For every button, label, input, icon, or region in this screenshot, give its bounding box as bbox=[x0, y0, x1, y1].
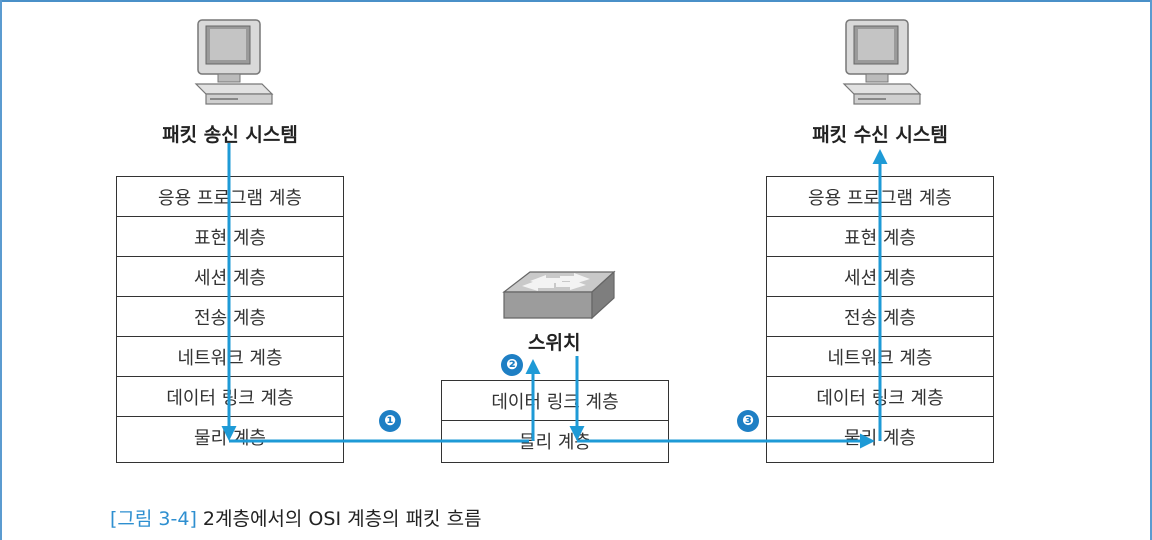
receiver-title: 패킷 수신 시스템 bbox=[812, 124, 948, 146]
left-border bbox=[0, 0, 2, 540]
step-marker-2: ❷ bbox=[501, 354, 523, 376]
sender-title: 패킷 송신 시스템 bbox=[162, 124, 298, 146]
step-marker-3: ❸ bbox=[737, 410, 759, 432]
figure-number: [그림 3-4] bbox=[110, 508, 197, 530]
figure-caption: [그림 3-4] 2계층에서의 OSI 계층의 패킷 흐름 bbox=[110, 504, 482, 531]
top-border bbox=[0, 0, 1152, 2]
right-border bbox=[1150, 0, 1152, 540]
switch-title: 스위치 bbox=[528, 332, 581, 354]
figure-title: 2계층에서의 OSI 계층의 패킷 흐름 bbox=[196, 508, 482, 530]
switch-osi-stack: 데이터 링크 계층 물리 계층 bbox=[441, 380, 669, 463]
network-switch-icon bbox=[502, 270, 616, 320]
receiver-computer-icon bbox=[842, 19, 922, 105]
step-marker-1: ❶ bbox=[379, 410, 401, 432]
sender-computer-icon bbox=[194, 19, 274, 105]
layer-data-link: 데이터 링크 계층 bbox=[442, 381, 668, 421]
